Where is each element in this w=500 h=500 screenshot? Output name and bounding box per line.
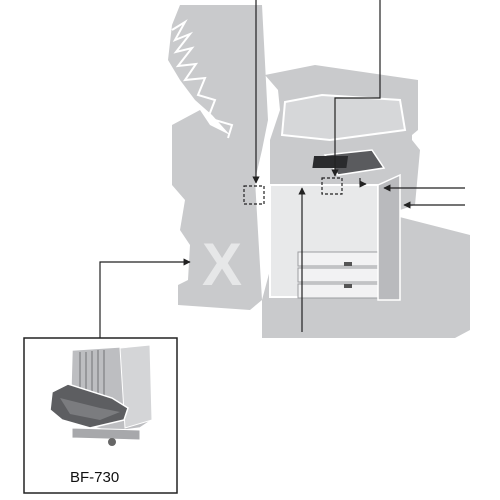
drawer-handle-1	[344, 262, 352, 266]
arrow-panel-side	[359, 178, 367, 188]
inset-model-label: BF-730	[70, 469, 119, 486]
document-feeder	[280, 93, 407, 142]
arrow-top-right	[331, 0, 381, 177]
side-cabinet-silhouette	[380, 212, 470, 338]
drawer-handle-2	[344, 284, 352, 288]
inset-option-illustration	[49, 344, 153, 446]
paper-drawer-3	[297, 283, 379, 299]
control-panel-screen	[312, 156, 349, 168]
dashed-port-panel	[321, 177, 343, 195]
body-side-panel	[377, 173, 401, 301]
paper-drawer-2	[297, 267, 379, 283]
watermark-text: X	[202, 231, 242, 298]
finisher-tray-edges	[171, 19, 234, 139]
dashed-port-left	[243, 185, 265, 205]
finisher-silhouette	[168, 5, 268, 310]
arrow-inset-to-finisher	[99, 258, 191, 338]
paper-drawer-1	[297, 251, 379, 267]
